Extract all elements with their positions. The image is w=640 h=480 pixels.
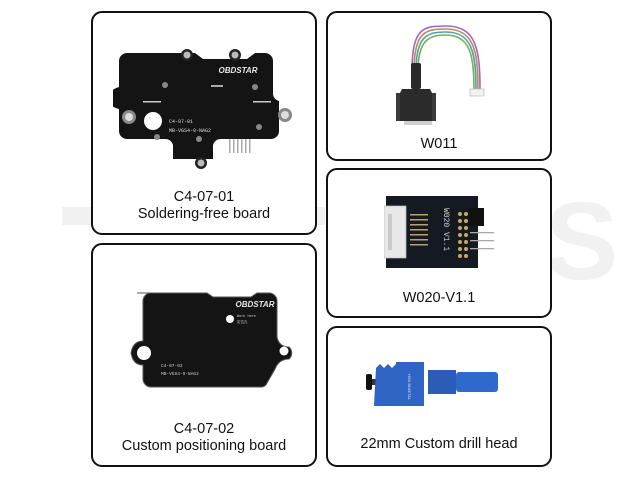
svg-text:MB-VGS4-0-NAG2: MB-VGS4-0-NAG2 (161, 371, 199, 377)
board-label: W020 V1.1 (441, 208, 450, 251)
soldering-free-board-image: OBDSTAR C4-07-01 MB-VGS4-0-NAG2 (113, 41, 293, 181)
svg-text:Work here: Work here (237, 314, 256, 319)
svg-text:MB-VGS4-0-NAG2: MB-VGS4-0-NAG2 (169, 128, 211, 134)
svg-text:定位孔: 定位孔 (237, 319, 248, 324)
product-code: C4-07-01 (173, 189, 235, 205)
product-code: W011 (420, 136, 458, 152)
svg-text:C4-07-01: C4-07-01 (169, 119, 193, 125)
svg-text:HSS BIMETAL: HSS BIMETAL (407, 374, 412, 401)
w020-adapter-board-image: W020 V1.1 (384, 192, 500, 272)
product-name: Soldering-free board (137, 206, 271, 222)
board-logo: OBDSTAR (236, 300, 275, 309)
board-logo: OBDSTAR (219, 66, 258, 75)
product-card-w011[interactable]: W011 (326, 11, 552, 161)
drill-head-image: HSS BIMETAL (364, 358, 514, 408)
svg-text:C4-07-02: C4-07-02 (161, 363, 183, 369)
product-code: W020-V1.1 (402, 290, 476, 306)
w011-cable-image (386, 21, 496, 131)
product-name: Custom positioning board (121, 438, 287, 454)
product-code: C4-07-02 (173, 421, 235, 437)
product-card-c4-07-02[interactable]: OBDSTAR Work here 定位孔 C4-07-02 MB-VGS4-0… (91, 243, 317, 467)
product-name: 22mm Custom drill head (360, 436, 518, 452)
product-card-w020[interactable]: W020 V1.1 W020-V1.1 (326, 168, 552, 318)
custom-positioning-board-image: OBDSTAR Work here 定位孔 C4-07-02 MB-VGS4-0… (127, 289, 297, 389)
product-card-c4-07-01[interactable]: OBDSTAR C4-07-01 MB-VGS4-0-NAG2 C4-07-01… (91, 11, 317, 235)
product-card-drill-head[interactable]: HSS BIMETAL 22mm Custom drill head (326, 326, 552, 467)
